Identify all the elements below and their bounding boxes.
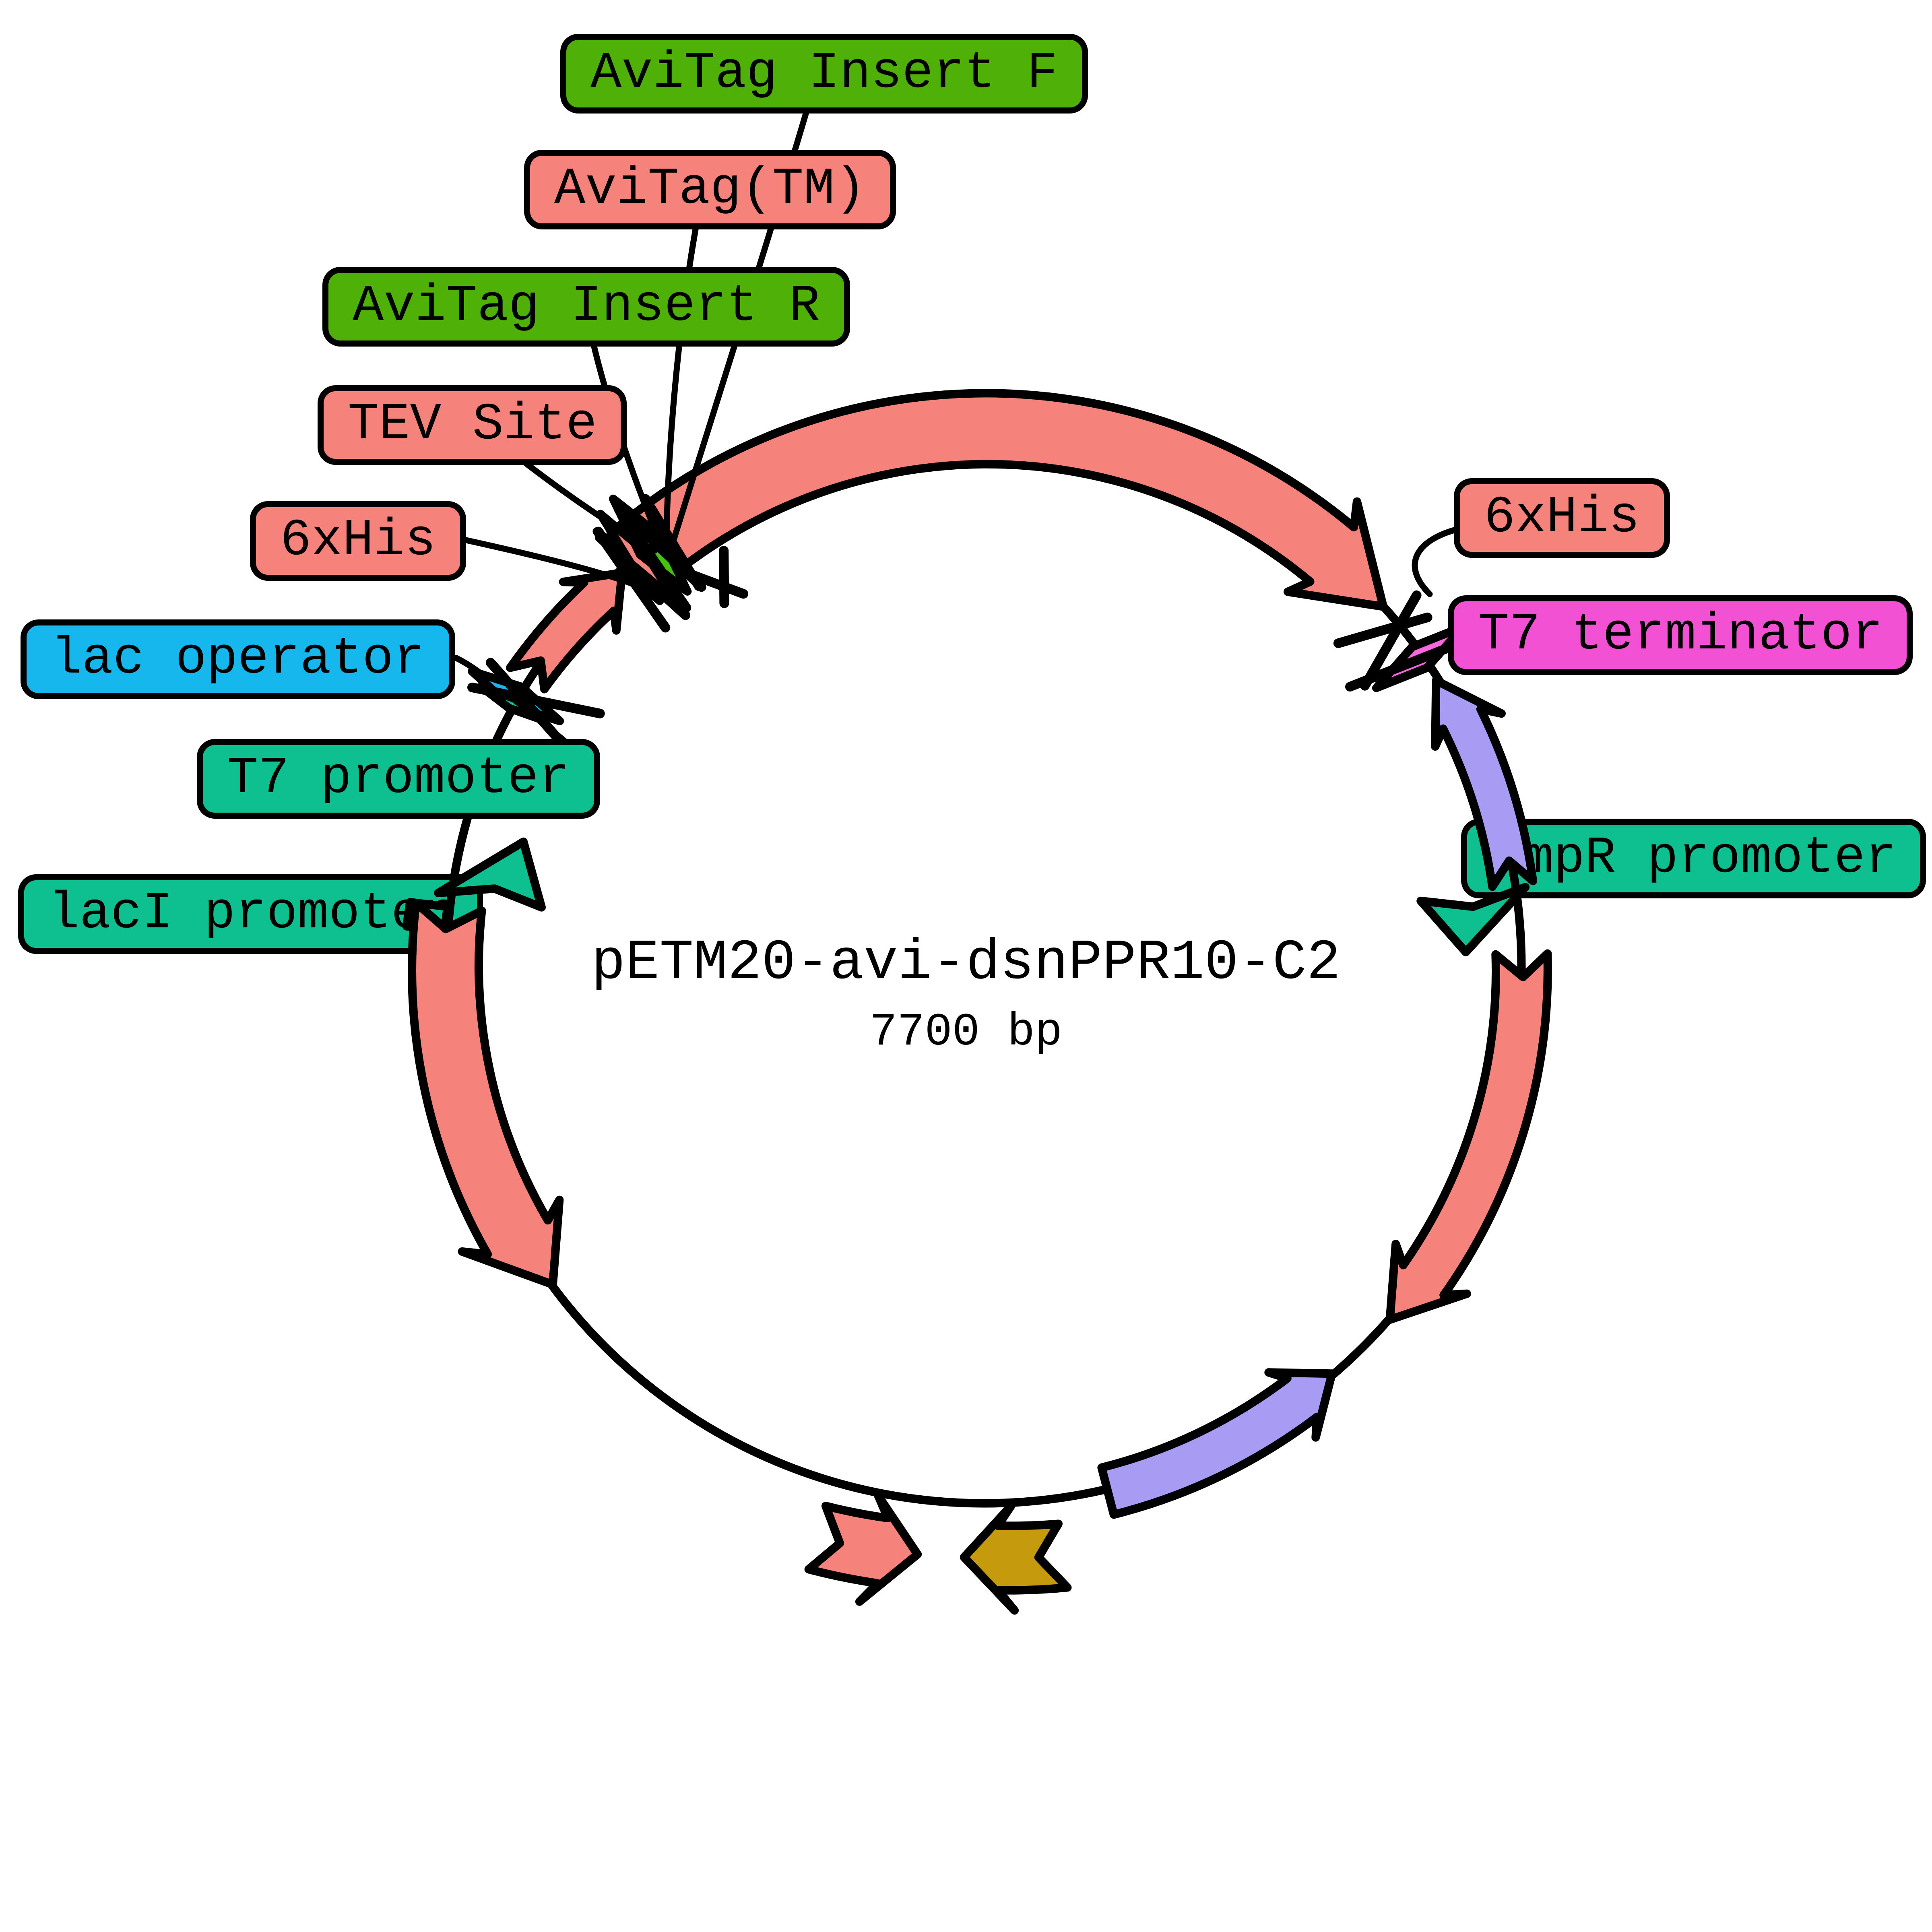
leader-t7-promoter [526, 707, 568, 745]
feature-tick-8 [467, 682, 605, 718]
leader-his6-right [1412, 524, 1467, 597]
feature-tick-9 [1333, 612, 1432, 648]
feature-tick-1 [594, 533, 691, 620]
main-cds-arc[interactable] [606, 389, 1388, 611]
feature-label-avitag-insert-r[interactable]: AviTag Insert R [322, 267, 850, 347]
leader-lac-operator [453, 655, 491, 682]
plasmid-title: pETM20-avi-dsnPPR10-C2 [591, 932, 1341, 996]
laci-cds-arc[interactable] [408, 898, 564, 1289]
feature-label-lac-operator[interactable]: lac operator [21, 619, 455, 699]
leader-his6-left [456, 535, 643, 590]
feature-label-tev-site[interactable]: TEV Site [318, 385, 627, 465]
feature-label-avitag-tm[interactable]: AviTag(TM) [524, 150, 896, 229]
right-cds-arc[interactable] [1385, 949, 1552, 1324]
feature-label-avitag-insert-f[interactable]: AviTag Insert F [560, 34, 1088, 114]
leader-avitag-insert-r [591, 343, 665, 549]
feature-label-t7-terminator[interactable]: T7 terminator [1448, 595, 1913, 675]
plasmid-size-label: 7700 bp [869, 1007, 1063, 1059]
feature-tick-5 [680, 567, 749, 599]
bottom-gold-arrow[interactable] [960, 1501, 1072, 1615]
feature-label-ampr-promoter[interactable]: AmpR promoter [1461, 819, 1927, 898]
bottom-salmon-arrow[interactable] [804, 1491, 922, 1606]
feature-tick-11 [1345, 637, 1468, 692]
ampr-promoter-arrow[interactable] [1416, 883, 1530, 956]
bottom-purple-arc[interactable] [1097, 1368, 1336, 1519]
feature-label-t7-promoter[interactable]: T7 promoter [197, 739, 600, 819]
feature-label-his6-right[interactable]: 6xHis [1454, 478, 1670, 558]
small-cds-arrow[interactable] [506, 568, 626, 694]
t7-promoter-arrow[interactable] [434, 837, 546, 912]
feature-tick-10 [1360, 590, 1422, 691]
feature-label-his6-left[interactable]: 6xHis [250, 501, 466, 581]
ampr-cds-arc[interactable] [1431, 676, 1537, 891]
leader-tev-site [518, 457, 658, 554]
